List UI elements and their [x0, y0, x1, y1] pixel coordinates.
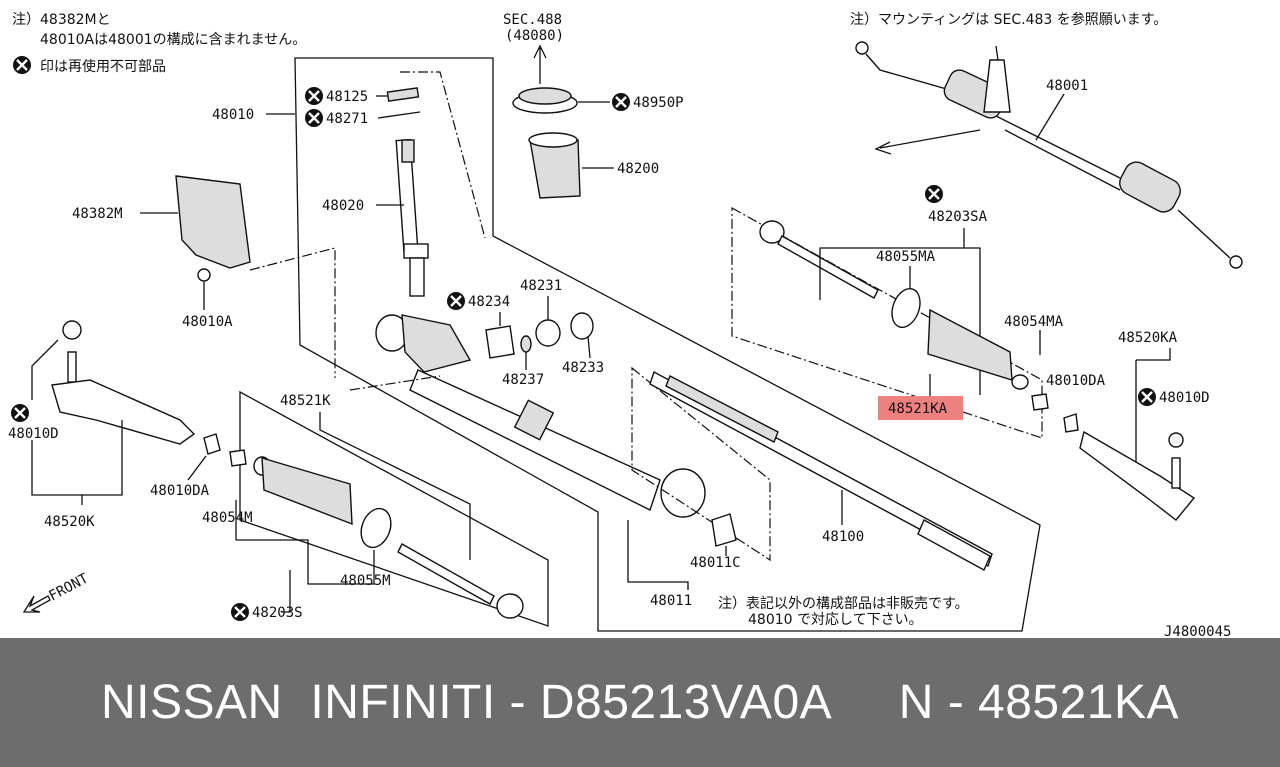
label-48271: 48271 — [326, 111, 368, 127]
label-48520KA: 48520KA — [1118, 330, 1178, 346]
non-reusable-mark-icon — [612, 93, 630, 111]
section-ref-arrow — [533, 44, 547, 84]
label-48020: 48020 — [322, 198, 364, 214]
label-48203S: 48203S — [252, 605, 303, 621]
label-48100: 48100 — [822, 529, 864, 545]
non-reusable-mark-icon — [1138, 388, 1156, 406]
tie-rod-end-48520KA — [1079, 430, 1196, 521]
leader-48203SA — [819, 228, 965, 300]
label-48950P: 48950P — [633, 95, 684, 111]
label-48125: 48125 — [326, 89, 368, 105]
leader-48520KA — [1135, 348, 1171, 474]
assembly-48010-frame — [294, 57, 1041, 632]
section-ref-line1: SEC.488 — [503, 12, 562, 28]
part-48231 — [535, 319, 561, 347]
tie-rod-inner-48521K — [397, 543, 524, 619]
non-reusable-mark-icon — [447, 292, 465, 310]
footer-bar: NISSAN INFINITI - D85213VA0A N - 48521KA — [0, 638, 1280, 767]
boot-48200 — [528, 132, 581, 199]
label-48231: 48231 — [520, 278, 562, 294]
label-48010D-right: 48010D — [1159, 390, 1210, 406]
label-48010A: 48010A — [182, 314, 233, 330]
leader-48203SA-b — [964, 247, 981, 395]
note-excluded-parts-line2: 48010Aは48001の構成に含まれません。 — [40, 32, 306, 48]
label-48010D-left: 48010D — [8, 426, 59, 442]
non-reusable-mark-icon — [305, 87, 323, 105]
label-48237: 48237 — [502, 372, 544, 388]
label-48200: 48200 — [617, 161, 659, 177]
highlight-48521KA — [878, 396, 963, 420]
label-48011: 48011 — [650, 593, 692, 609]
label-48010DA-left: 48010DA — [150, 483, 210, 499]
guide-line — [349, 375, 441, 391]
leader-48520K — [31, 339, 123, 496]
non-reusable-mark-icon — [925, 185, 943, 203]
steering-gear-diagram: 注）48382Mと 48010Aは48001の構成に含まれません。 印は再使用不… — [8, 11, 1243, 638]
leader-48054M — [235, 500, 375, 585]
band-48055M — [360, 507, 392, 549]
group-frame-48521K — [239, 390, 549, 627]
tie-rod-end-48520K — [51, 320, 196, 445]
label-48233: 48233 — [562, 360, 604, 376]
non-reusable-mark-icon — [13, 56, 31, 74]
bracket-48382M — [175, 175, 251, 282]
non-reusable-mark-icon — [11, 404, 29, 422]
gear-housing — [375, 314, 706, 518]
note-excluded-parts-line1: 注）48382Mと — [12, 12, 111, 28]
gear-assembly-48001 — [855, 41, 1243, 269]
clip-48054M — [229, 449, 247, 467]
pinion-shaft-48020 — [395, 138, 429, 297]
band-48055MA — [891, 287, 921, 329]
clip-48010DA-right — [1031, 393, 1049, 411]
note-sale-line1: 注）表記以外の構成部品は非販売です。 — [718, 595, 969, 612]
note-mounting: 注）マウンティングは SEC.483 を参照願います。 — [850, 11, 1167, 28]
rack-48100 — [649, 370, 993, 571]
legend-non-reusable: 印は再使用不可部品 — [40, 58, 166, 75]
guide-line — [400, 71, 486, 239]
label-48521K: 48521K — [280, 393, 331, 409]
leader-48521K — [319, 412, 471, 560]
leader-48011 — [627, 520, 689, 590]
leader-48233 — [587, 335, 591, 359]
label-48382M: 48382M — [72, 206, 123, 222]
label-48001: 48001 — [1046, 78, 1088, 94]
nut-48010DA-right — [1063, 413, 1079, 433]
label-48234: 48234 — [468, 294, 510, 310]
front-direction-icon — [22, 595, 51, 613]
leader-48010DA-left — [187, 455, 207, 481]
label-48010DA-right: 48010DA — [1046, 373, 1106, 389]
part-48234 — [485, 325, 515, 359]
part-48233 — [570, 312, 594, 340]
boot-48054M — [253, 456, 353, 526]
non-reusable-mark-icon — [231, 603, 249, 621]
tie-rod-inner-48521KA — [759, 220, 879, 299]
leader-48203S — [282, 570, 291, 613]
direction-arrow — [874, 129, 981, 155]
bushing-48011C — [711, 513, 737, 547]
group-frame-48011 — [631, 366, 771, 562]
boot-48054MA — [927, 308, 1029, 390]
label-48011C: 48011C — [690, 555, 741, 571]
label-48203SA: 48203SA — [928, 209, 988, 225]
label-48054M: 48054M — [202, 510, 253, 526]
guide-line — [249, 247, 336, 378]
label-48054MA: 48054MA — [1004, 314, 1064, 330]
spring-48237 — [520, 335, 532, 353]
label-front: FRONT — [46, 570, 91, 604]
label-48520K: 48520K — [44, 514, 95, 530]
footer-part-number: NISSAN INFINITI - D85213VA0A N - 48521KA — [100, 676, 1180, 729]
label-48010: 48010 — [212, 107, 254, 123]
part-48125 — [386, 87, 420, 102]
parts-diagram: 注）48382Mと 48010Aは48001の構成に含まれません。 印は再使用不… — [8, 11, 1243, 638]
nut-48010DA-left — [203, 433, 221, 455]
non-reusable-mark-icon — [305, 109, 323, 127]
insulator-48950P — [512, 87, 578, 114]
section-ref-line2: (48080) — [505, 28, 564, 44]
leader-48271 — [377, 111, 421, 119]
label-48055MA: 48055MA — [876, 249, 936, 265]
label-48521KA: 48521KA — [888, 401, 948, 417]
diagram-id: J4800045 — [1164, 624, 1231, 638]
label-48055M: 48055M — [340, 573, 391, 589]
note-sale-line2: 48010 で対応して下さい。 — [748, 612, 923, 628]
